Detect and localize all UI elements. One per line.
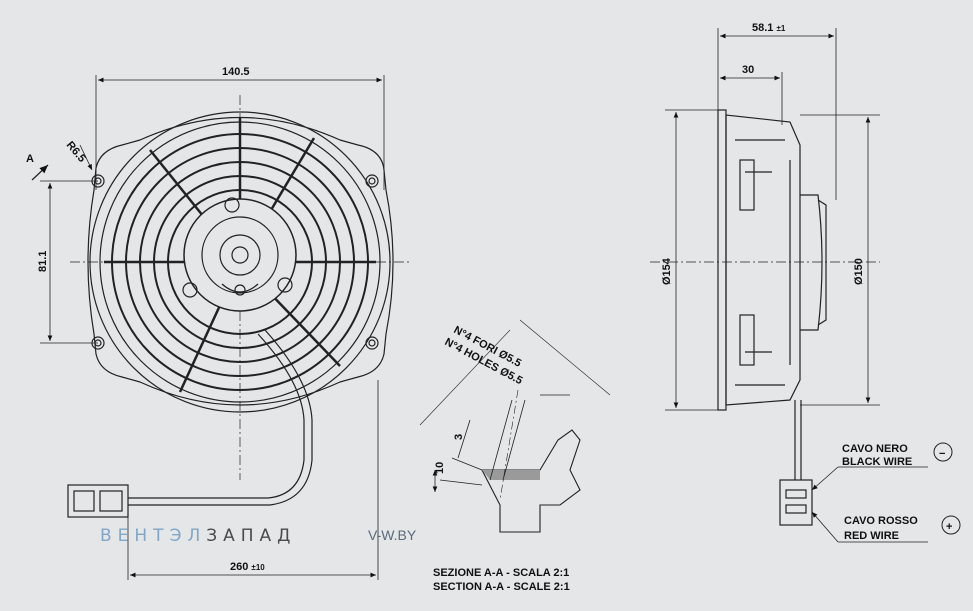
side-connector: [779, 479, 813, 526]
plus-symbol: +: [946, 521, 952, 533]
connector: [67, 484, 129, 518]
power-cable: [128, 329, 313, 506]
dim-cable-length: 260 ±10: [230, 561, 265, 573]
section-detail: [419, 319, 611, 533]
plus-symbol-circle: [941, 515, 961, 535]
watermark-brand: ВЕНТЭЛЗАПАД: [100, 526, 296, 546]
dia-outer: Ø154: [661, 257, 673, 285]
red-wire-label-it: CAVO ROSSO: [844, 515, 918, 527]
side-motor: [800, 194, 823, 331]
section-dim-3: 3: [453, 434, 465, 440]
section-marker: A: [26, 153, 34, 165]
side-flange: [717, 109, 727, 411]
section-profile: [481, 429, 581, 533]
dim-width: 140.5: [222, 66, 250, 78]
section-dim-10: 10: [434, 462, 446, 474]
front-view: [31, 95, 410, 518]
black-wire-label-it: CAVO NERO: [842, 443, 908, 455]
black-wire-label-en: BLACK WIRE: [842, 456, 912, 468]
section-caption-it: SEZIONE A-A - SCALA 2:1: [433, 567, 569, 579]
side-view: [650, 109, 880, 526]
mount-hole-tr: [365, 174, 379, 188]
section-caption-en: SECTION A-A - SCALE 2:1: [433, 581, 570, 593]
dim-depth-partial: 30: [742, 64, 754, 76]
dia-inner: Ø150: [853, 258, 865, 285]
mount-hole-br: [365, 336, 379, 350]
minus-symbol: −: [939, 448, 945, 460]
dim-height: 81.1: [37, 251, 49, 272]
dim-radius: R6.5: [64, 139, 88, 165]
motor-hub: [183, 198, 297, 312]
fan-housing: [87, 117, 394, 406]
minus-symbol-circle: [933, 442, 953, 462]
dim-depth: 58.1 ±1: [752, 22, 786, 34]
red-wire-label-en: RED WIRE: [844, 530, 899, 542]
side-housing: [725, 114, 801, 406]
front-dimensions: [40, 75, 385, 580]
watermark-site: V-W.BY: [368, 527, 417, 543]
side-dimensions: [665, 28, 928, 543]
